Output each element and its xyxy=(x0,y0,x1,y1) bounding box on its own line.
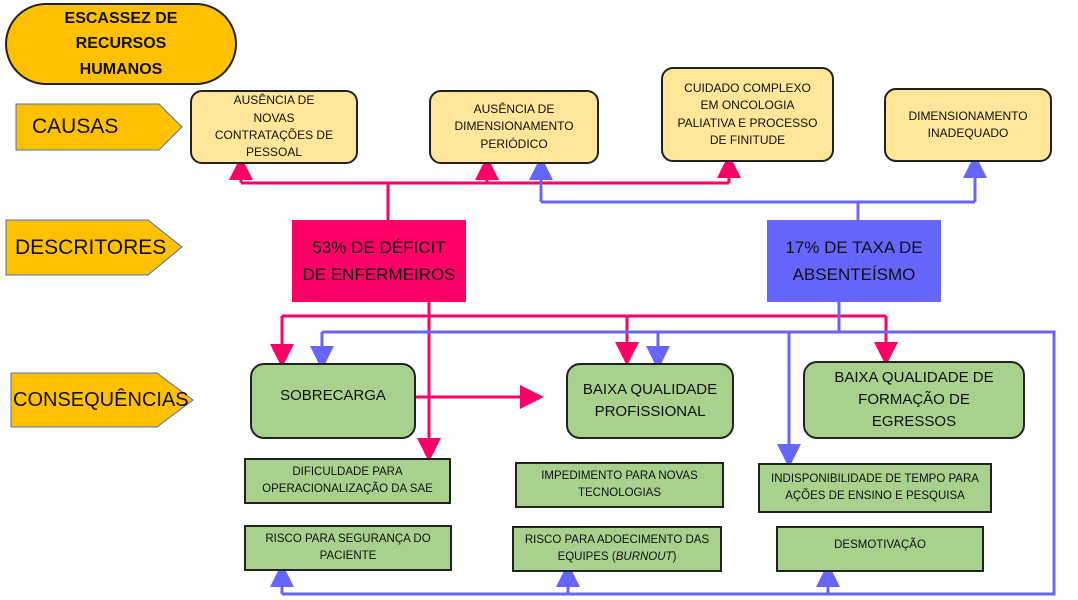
consequence-box: SOBRECARGA xyxy=(250,363,416,439)
sub-consequence-text: DESMOTIVAÇÃO xyxy=(834,539,926,551)
consequence-text: BAIXA QUALIDADE PROFISSIONAL xyxy=(582,381,718,420)
sub-consequence-text: RISCO PARA SEGURANÇA DO PACIENTE xyxy=(265,533,431,562)
sub-consequence-box: DESMOTIVAÇÃO xyxy=(776,526,984,572)
sub-consequence-box: IMPEDIMENTO PARA NOVAS TECNOLOGIAS xyxy=(515,462,724,508)
consequence-text: BAIXA QUALIDADE DE FORMAÇÃO DE EGRESSOS xyxy=(834,369,994,430)
burnout-suffix: ) xyxy=(672,551,677,563)
absenteeism-descriptor: 17% DE TAXA DE ABSENTEÍSMO xyxy=(767,220,941,302)
sub-consequence-text: DIFICULDADE PARA OPERACIONALIZAÇÃO DA SA… xyxy=(262,466,433,495)
deficit-descriptor: 53% DE DÉFICIT DE ENFERMEIROS xyxy=(292,220,466,302)
cause-box: AUSÊNCIA DE DIMENSIONAMENTO PERIÓDICO xyxy=(429,90,599,164)
sub-consequence-box: RISCO PARA ADOECIMENTO DAS EQUIPES (BURN… xyxy=(512,526,722,572)
cause-text: CUIDADO COMPLEXO EM ONCOLOGIA PALIATIVA … xyxy=(677,80,818,147)
cause-text: AUSÊNCIA DE DIMENSIONAMENTO PERIÓDICO xyxy=(454,101,574,151)
cause-box: AUSÊNCIA DE NOVAS CONTRATAÇÕES DE PESSOA… xyxy=(190,90,358,164)
burnout-prefix: RISCO PARA ADOECIMENTO DAS EQUIPES ( xyxy=(524,534,710,563)
consequence-box: BAIXA QUALIDADE DE FORMAÇÃO DE EGRESSOS xyxy=(803,361,1025,439)
absenteeism-connectors xyxy=(270,154,1056,596)
cause-box: CUIDADO COMPLEXO EM ONCOLOGIA PALIATIVA … xyxy=(661,67,834,162)
deficit-connectors xyxy=(229,154,898,462)
sub-consequence-text: INDISPONIBILIDADE DE TEMPO PARA AÇÕES DE… xyxy=(771,473,979,502)
causes-label: CAUSAS xyxy=(32,115,119,138)
descriptors-label: DESCRITORES xyxy=(15,235,167,259)
title: ESCASSEZ DE RECURSOS HUMANOS xyxy=(64,9,178,78)
consequences-row-label: CONSEQUÊNCIAS xyxy=(10,372,194,428)
consequence-text: SOBRECARGA xyxy=(280,387,386,404)
descriptor-text: 53% DE DÉFICIT DE ENFERMEIROS xyxy=(302,237,456,284)
cause-box: DIMENSIONAMENTO INADEQUADO xyxy=(884,88,1052,162)
sub-consequence-box: RISCO PARA SEGURANÇA DO PACIENTE xyxy=(244,525,452,571)
sub-consequence-text: IMPEDIMENTO PARA NOVAS TECNOLOGIAS xyxy=(541,470,698,499)
burnout-italic: BURNOUT xyxy=(615,551,673,563)
cause-text: DIMENSIONAMENTO INADEQUADO xyxy=(908,108,1028,140)
causes-row-label: CAUSAS xyxy=(15,103,183,151)
burnout-text: RISCO PARA ADOECIMENTO DAS EQUIPES (BURN… xyxy=(522,532,712,565)
consequence-box: BAIXA QUALIDADE PROFISSIONAL xyxy=(566,363,734,439)
sub-consequence-box: DIFICULDADE PARA OPERACIONALIZAÇÃO DA SA… xyxy=(244,458,451,504)
consequences-label: CONSEQUÊNCIAS xyxy=(13,388,189,411)
sub-consequence-box: INDISPONIBILIDADE DE TEMPO PARA AÇÕES DE… xyxy=(758,463,992,513)
cause-text: AUSÊNCIA DE NOVAS CONTRATAÇÕES DE PESSOA… xyxy=(214,93,334,160)
descriptors-row-label: DESCRITORES xyxy=(5,219,183,276)
descriptor-text: 17% DE TAXA DE ABSENTEÍSMO xyxy=(785,237,923,284)
title-pill: ESCASSEZ DE RECURSOS HUMANOS xyxy=(5,3,237,85)
